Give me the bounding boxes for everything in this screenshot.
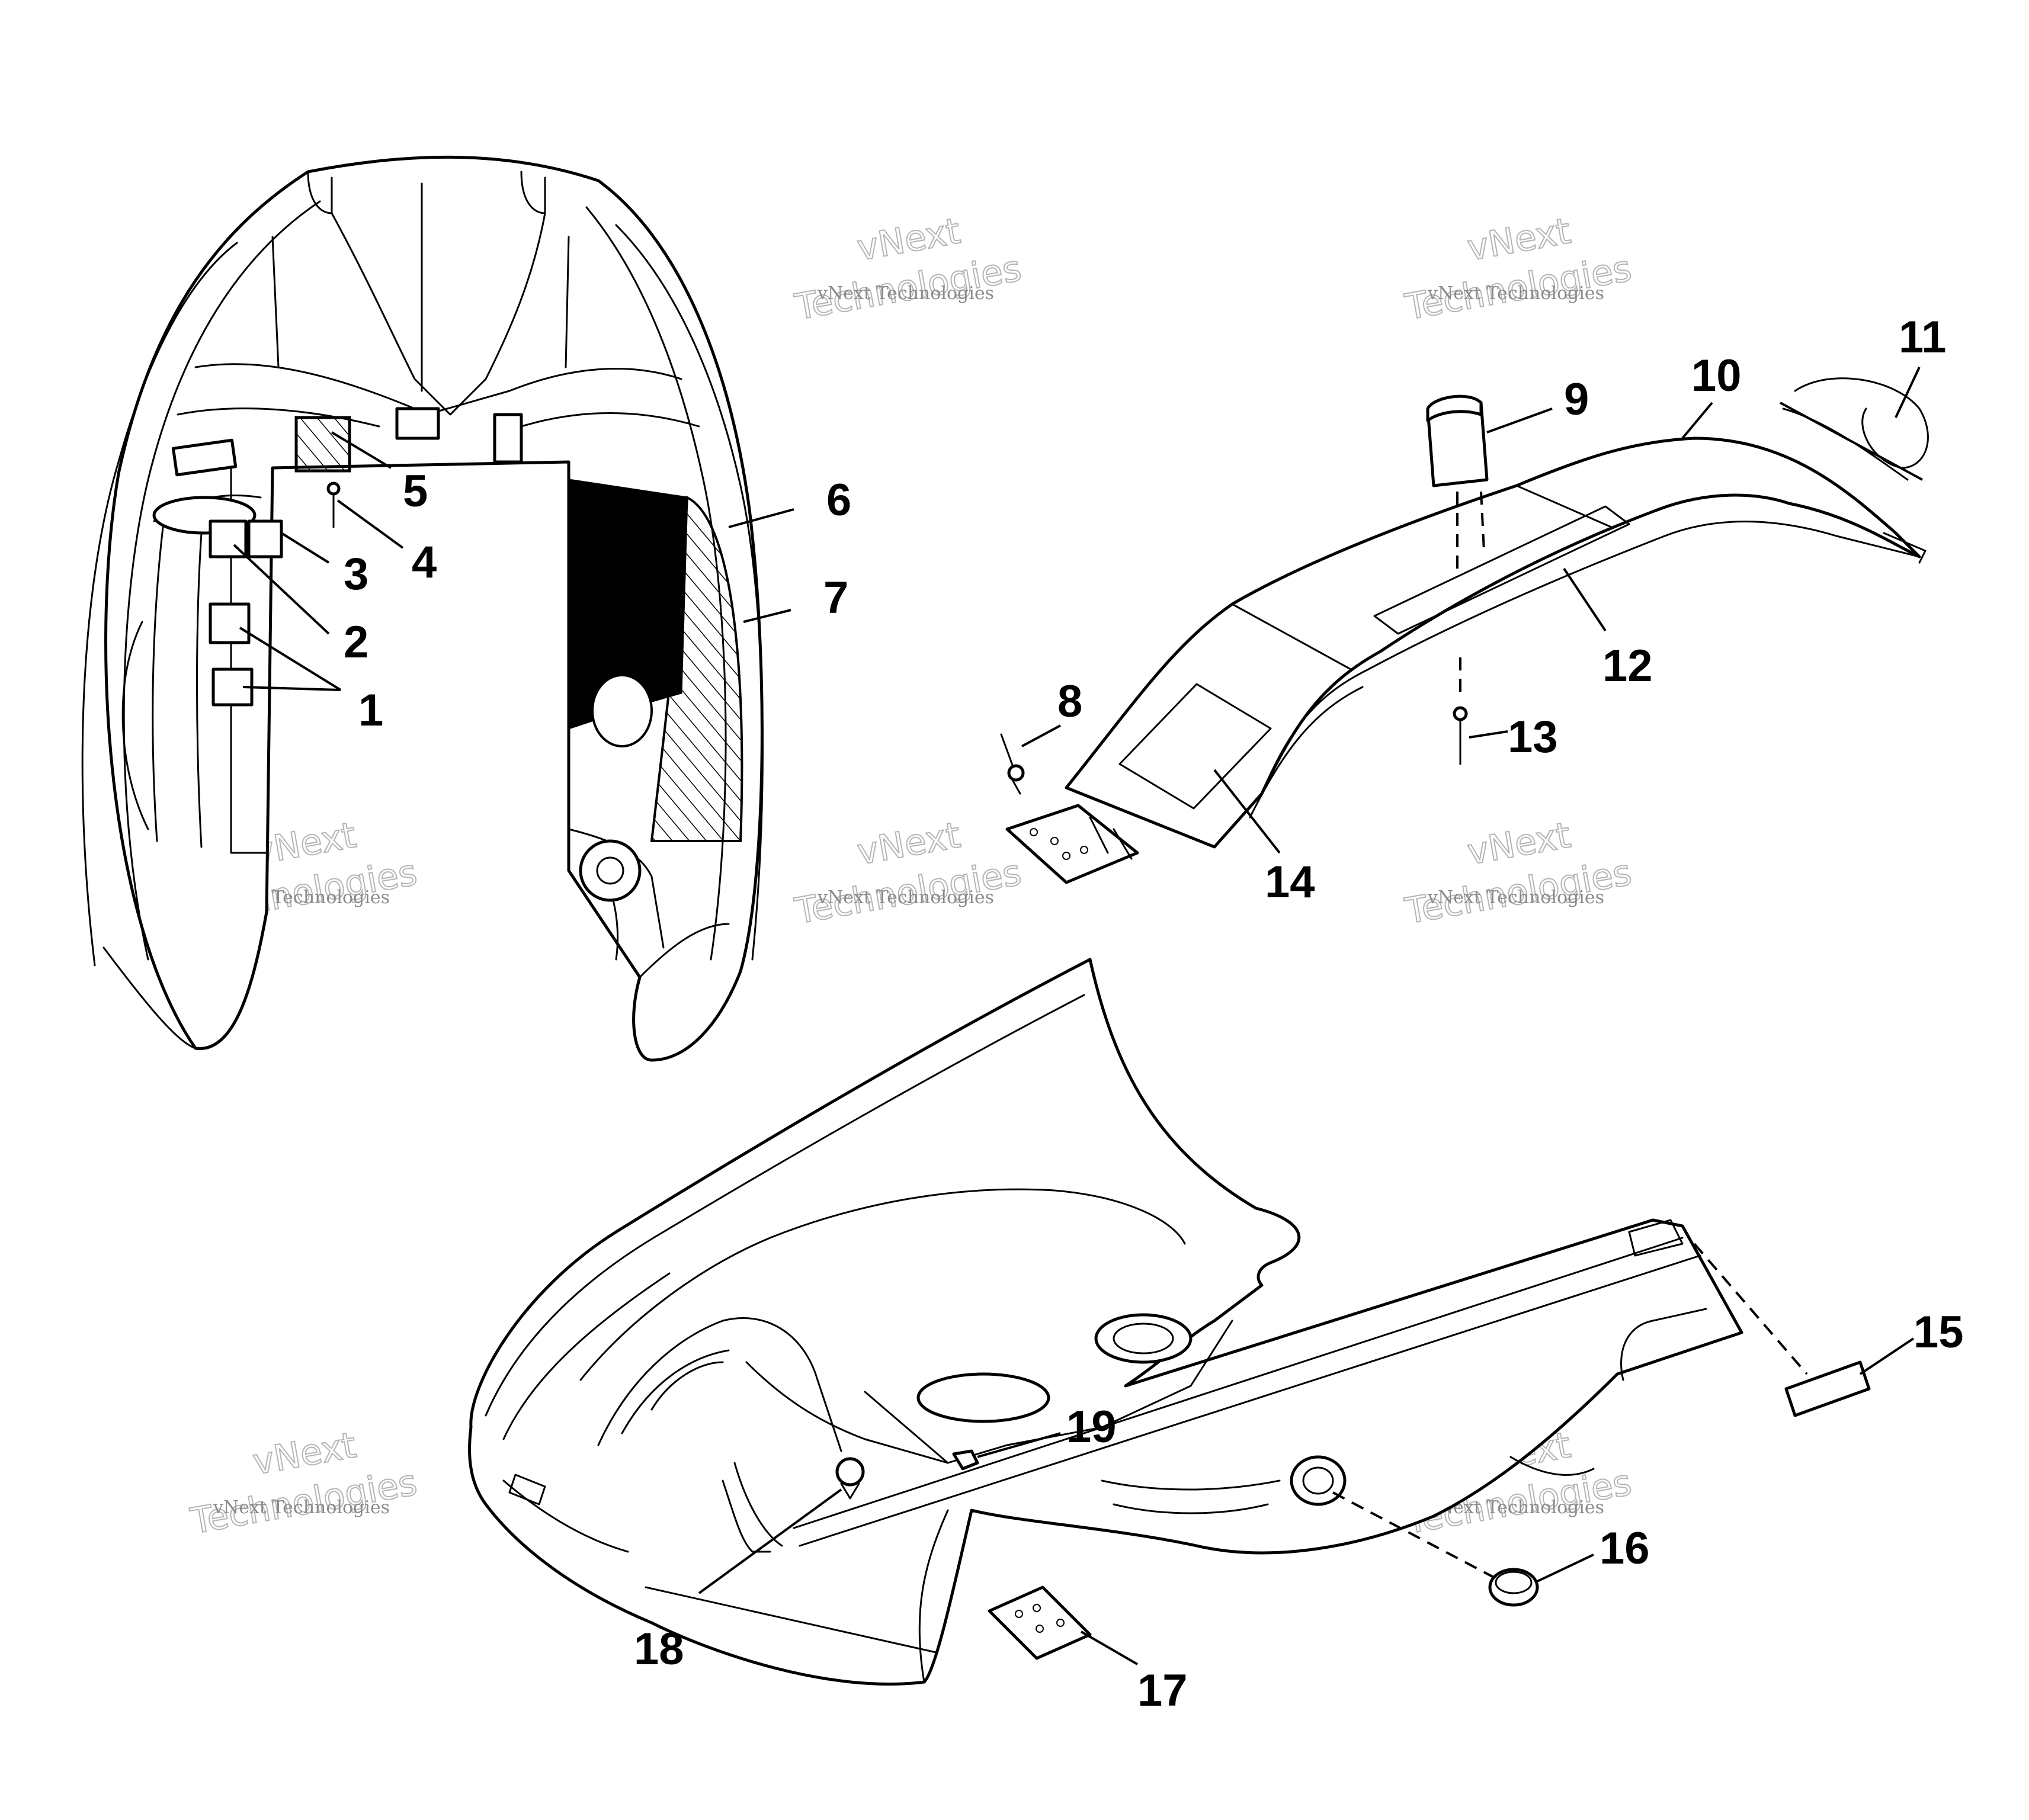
watermark-small: vNext Technologies [1427,887,1604,908]
callout-9: 9 [1564,374,1589,425]
callout-19: 19 [1066,1402,1117,1452]
hatched-strip-7 [650,495,743,842]
callout-3: 3 [344,549,368,599]
callout-5: 5 [403,466,428,516]
callout-7: 7 [823,573,848,623]
callout-13: 13 [1508,712,1558,762]
callout-17: 17 [1137,1665,1188,1716]
callout-4: 4 [412,537,437,588]
callout-1: 1 [358,685,383,736]
callout-labels: 1 2 3 4 5 6 7 8 9 10 11 12 13 14 15 16 1… [344,312,1964,1716]
hood-support-view [1000,367,1929,884]
callout-11: 11 [1899,312,1946,362]
callout-2: 2 [344,617,368,667]
callout-14: 14 [1265,857,1315,907]
watermark-small: vNext Technologies [213,1497,390,1518]
callout-8: 8 [1057,676,1082,727]
callout-16: 16 [1600,1523,1650,1574]
callout-10: 10 [1691,351,1742,401]
hood-perspective-view [468,958,1915,1686]
watermark-small: vNext Technologies [1427,283,1604,304]
black-insulation-6 [568,479,688,730]
callout-6: 6 [826,475,851,525]
callout-12: 12 [1602,641,1653,691]
watermark-small: vNext Technologies [817,887,994,908]
decal-3b [247,519,283,558]
callout-18: 18 [634,1624,684,1674]
hood-interior-view [81,155,794,1062]
decal-2 [209,602,251,644]
hatched-pad-5 [294,416,351,473]
callout-15: 15 [1913,1307,1964,1357]
watermark-small: vNext Technologies [817,283,994,304]
